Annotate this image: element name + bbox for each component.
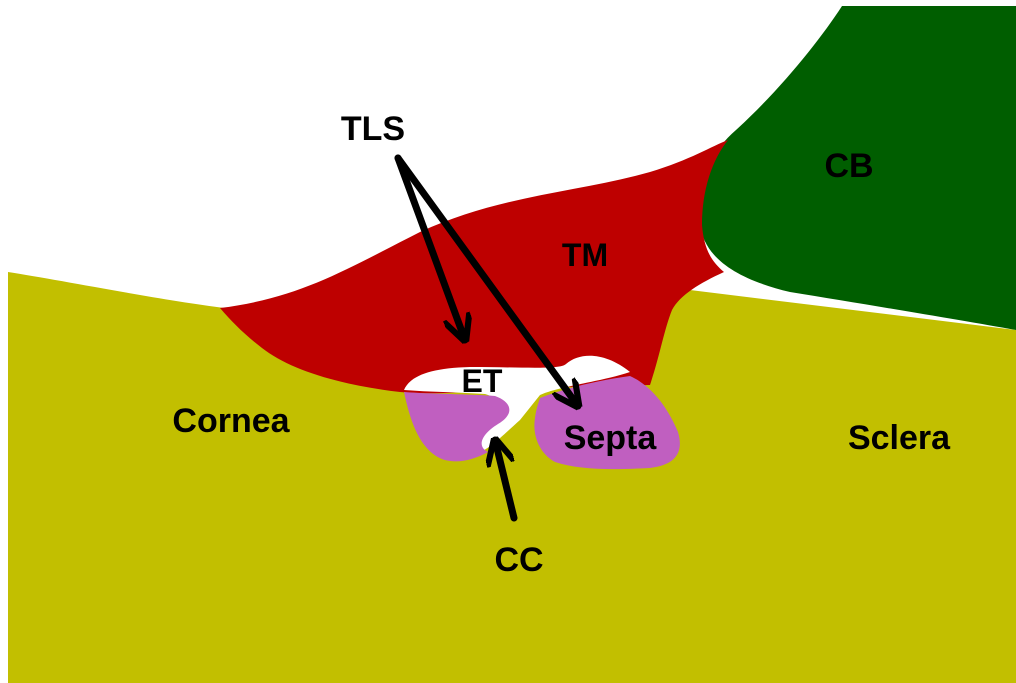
label-cb: CB xyxy=(824,147,873,185)
label-sclera: Sclera xyxy=(848,419,951,457)
label-tm: TM xyxy=(562,237,608,273)
label-cornea: Cornea xyxy=(172,402,290,440)
label-et: ET xyxy=(462,363,503,399)
label-tls: TLS xyxy=(341,110,405,148)
label-septa: Septa xyxy=(564,419,658,457)
label-cc: CC xyxy=(494,541,543,579)
